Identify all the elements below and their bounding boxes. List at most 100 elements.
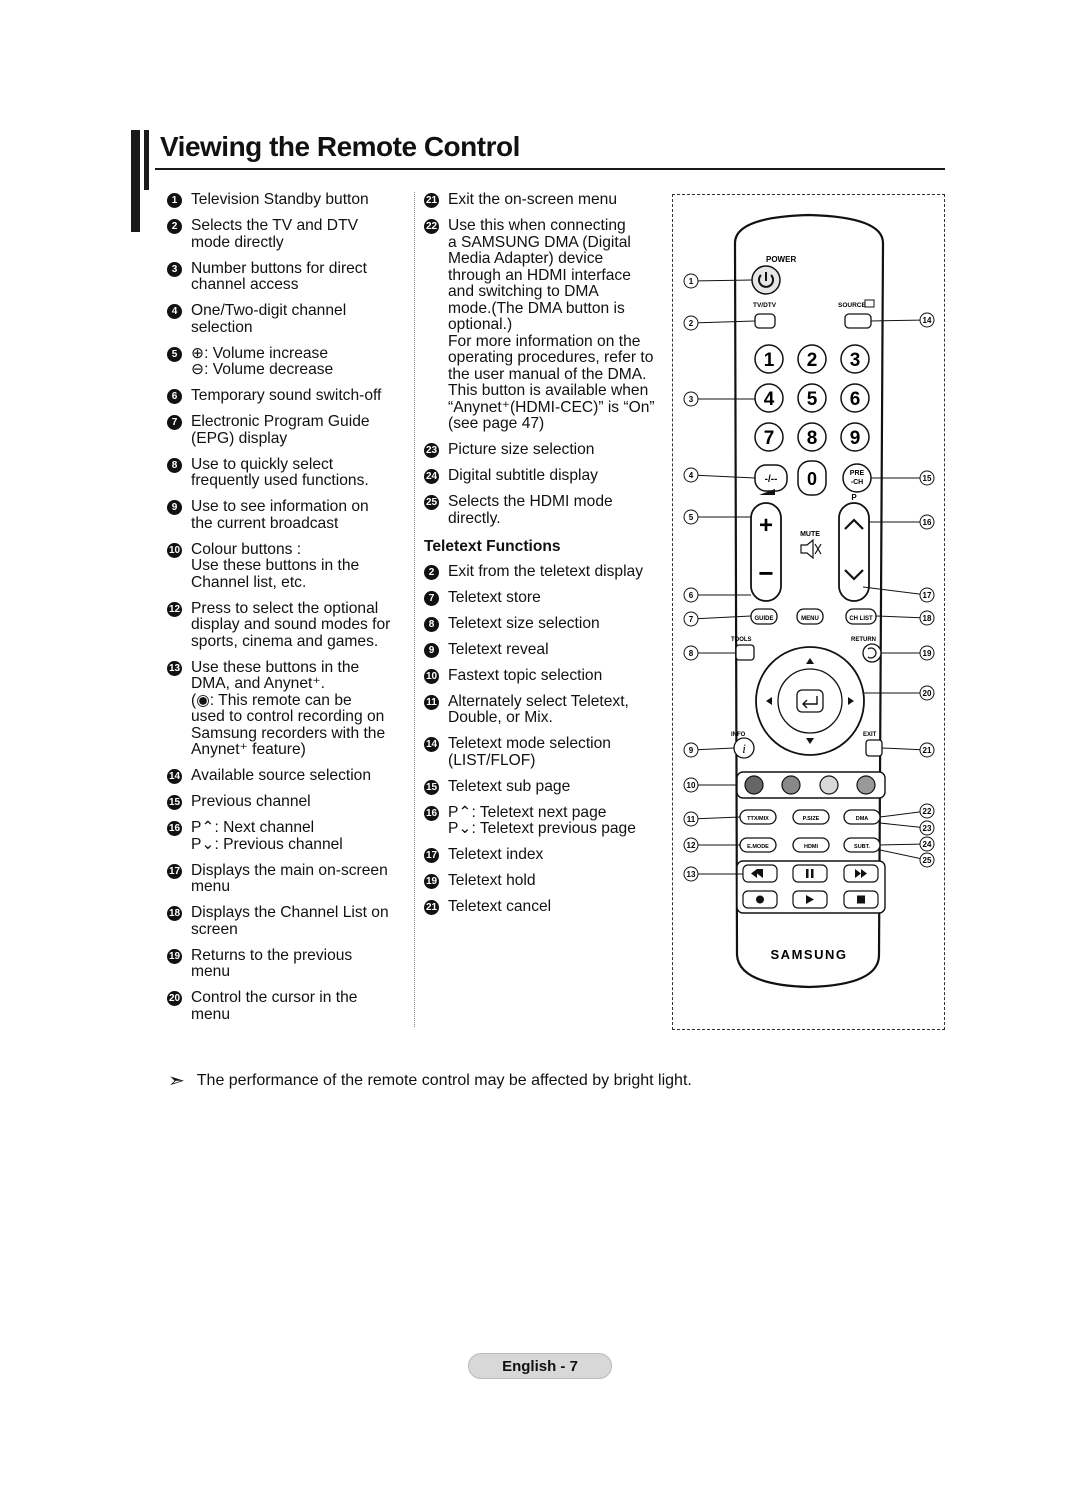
legend-item: 18 Displays the Channel List on screen <box>167 904 407 938</box>
return-button <box>862 643 882 663</box>
legend-text: Digital subtitle display <box>448 467 598 484</box>
callout-number-icon: 13 <box>167 660 182 676</box>
legend-text: Teletext reveal <box>448 640 549 658</box>
callout-marker <box>919 610 935 626</box>
callout-marker <box>919 803 935 819</box>
digit-3-button <box>840 344 870 374</box>
callout-number-icon: 15 <box>167 795 182 810</box>
guide-label: GUIDE <box>754 616 773 622</box>
subt-label: SUBT. <box>854 844 870 850</box>
hdmi-label: HDMI <box>804 844 819 850</box>
callout-number-icon: 14 <box>424 737 439 752</box>
callout-number-icon: 7 <box>424 590 439 606</box>
callout-marker <box>683 509 699 525</box>
legend-text: Displays the main on-screen menu <box>191 861 388 895</box>
callout-number-icon: 8 <box>167 457 182 473</box>
callout-marker <box>919 514 935 530</box>
callout-leader-line <box>875 615 928 619</box>
callout-number-icon: 24 <box>424 469 439 484</box>
pause-icon <box>806 869 814 878</box>
volume-up-icon: + <box>759 512 773 539</box>
callout-marker <box>919 685 935 701</box>
legend-text: Previous channel <box>191 793 311 810</box>
callout-number-icon: 21 <box>424 193 439 208</box>
return-icon <box>867 647 877 659</box>
callout-marker <box>919 742 935 758</box>
callout-number: 2 <box>689 319 694 328</box>
digit-6-button <box>840 383 870 413</box>
callout-marker <box>919 312 935 328</box>
callout-leader-line <box>690 474 756 479</box>
callout-number-icon: 4 <box>167 304 182 319</box>
legend-text: P⌃: Teletext next page P⌄: Teletext prev… <box>448 803 636 837</box>
legend-text: ⊕: Volume increase ⊖: Volume decrease <box>191 344 334 378</box>
volume-ramp-icon <box>759 489 775 495</box>
channel-up-icon <box>844 518 864 530</box>
tools-button <box>735 644 755 661</box>
callout-marker <box>683 811 699 827</box>
callout-leader-line <box>879 810 928 818</box>
callout-marker <box>919 587 935 603</box>
legend-text: Displays the Channel List on screen <box>191 904 389 938</box>
enter-button <box>796 689 824 713</box>
menu-button <box>796 608 824 625</box>
callout-number: 11 <box>687 815 696 824</box>
record-icon <box>756 895 764 904</box>
legend-text: Selects the TV and DTV mode directly <box>191 217 358 251</box>
callout-number-icon: 17 <box>424 848 439 863</box>
callout-number: 15 <box>923 474 932 483</box>
legend-text: Available source selection <box>191 767 372 784</box>
mute-icon <box>800 538 822 560</box>
legend-text: Teletext hold <box>448 872 536 889</box>
callout-number-icon: 18 <box>167 906 182 921</box>
exit-button <box>865 739 883 757</box>
digit-5-button <box>797 383 827 413</box>
channel-down-icon <box>844 569 864 581</box>
callout-marker <box>683 777 699 793</box>
green-button <box>781 775 801 795</box>
stop-icon <box>857 895 865 904</box>
fast-forward-icon <box>855 869 861 878</box>
callout-leader-line <box>862 586 928 596</box>
callout-number-icon: 12 <box>167 601 182 617</box>
title-side-bar-inner <box>144 130 149 190</box>
callout-number-icon: 1 <box>167 193 182 208</box>
menu-label: MENU <box>801 616 819 622</box>
power-label: POWER <box>766 255 796 264</box>
callout-leader-line <box>690 279 753 282</box>
callout-number: 12 <box>687 841 696 850</box>
digit-1-button <box>754 344 784 374</box>
play-icon <box>806 895 814 904</box>
callout-number-icon: 9 <box>167 500 182 515</box>
pause-button <box>792 864 828 883</box>
callout-marker <box>683 611 699 627</box>
title-underline <box>155 168 945 170</box>
digit-8-button <box>797 422 827 452</box>
callout-number: 7 <box>689 615 694 624</box>
callout-number: 1 <box>689 277 694 286</box>
legend-item: 24 Digital subtitle display <box>424 467 672 485</box>
callout-number-icon: 19 <box>167 948 182 964</box>
callout-number: 3 <box>689 395 694 404</box>
legend-text: Use to see information on the current br… <box>191 498 369 532</box>
legend-text: Use to quickly select frequently used fu… <box>191 455 369 489</box>
callout-number: 10 <box>687 781 696 790</box>
callout-marker <box>683 866 699 882</box>
emode-label: E.MODE <box>747 844 769 850</box>
